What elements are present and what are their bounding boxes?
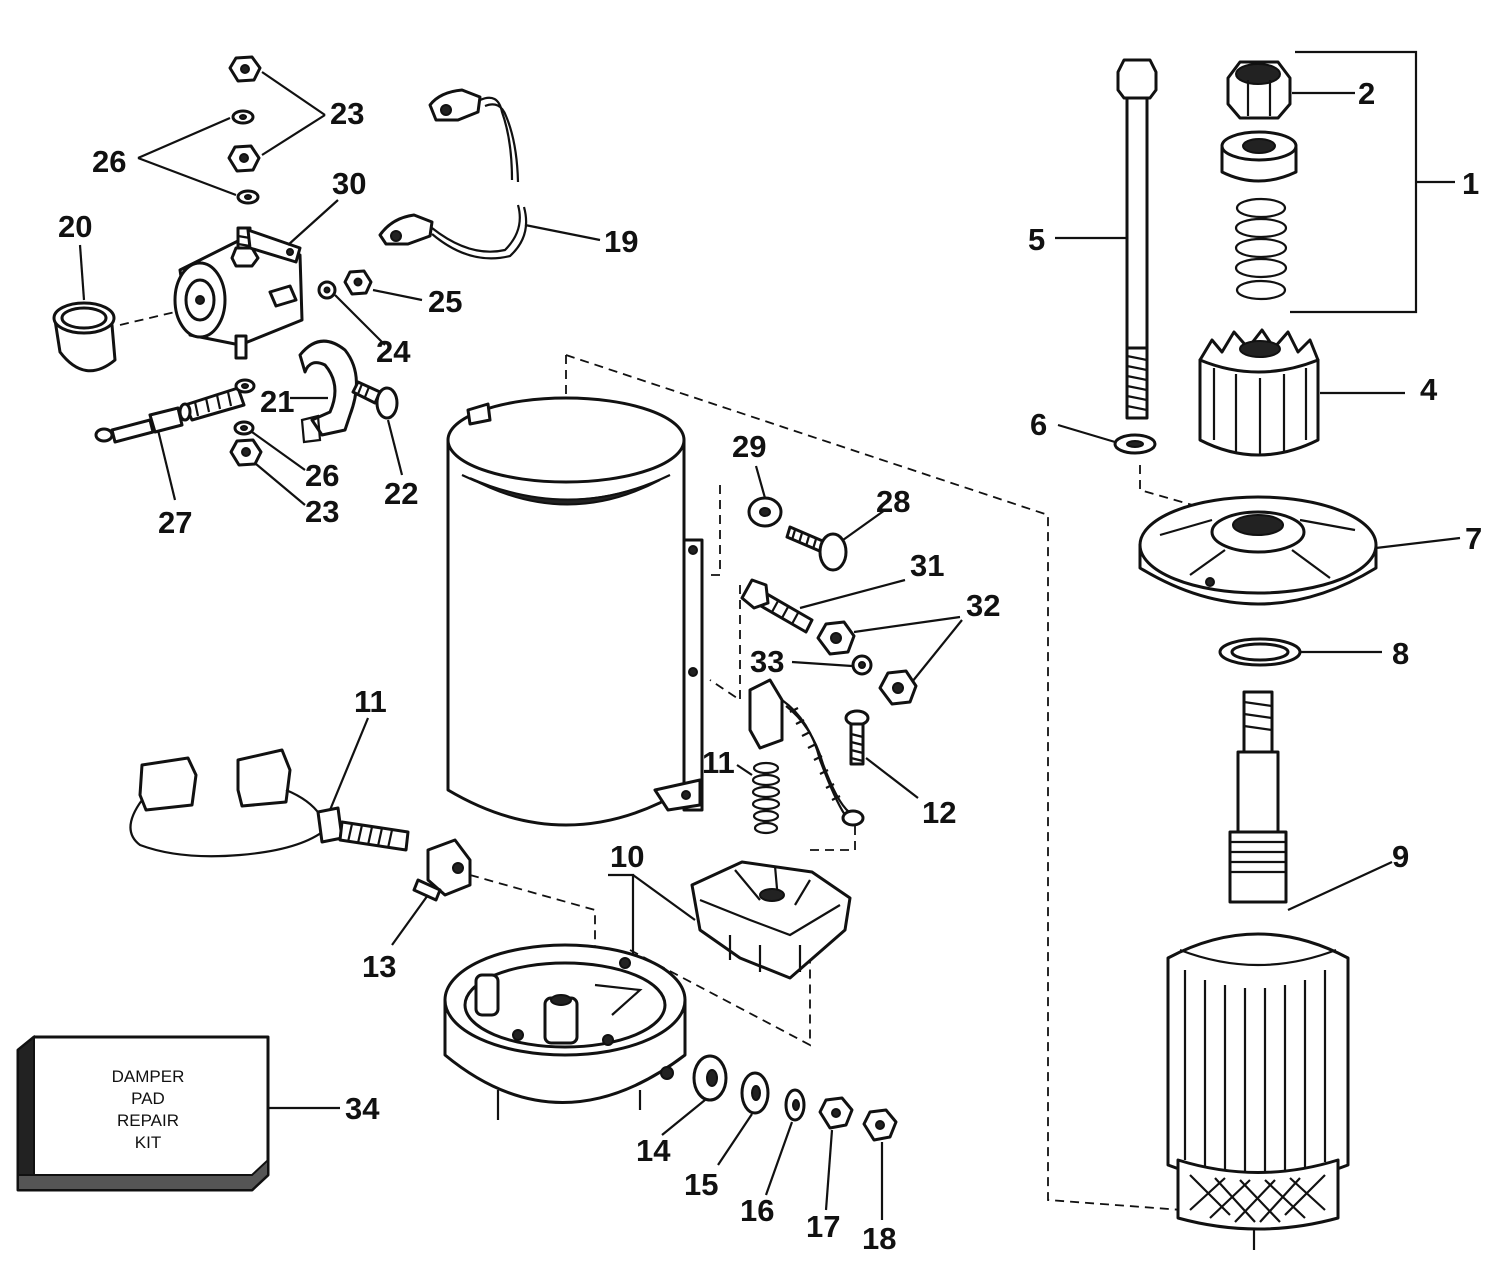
callout-2: 2 [1358,76,1375,111]
callout-14: 14 [636,1133,671,1168]
through-bolt-5 [1116,58,1158,420]
callout-17: 17 [806,1209,840,1244]
callout-7: 7 [1465,521,1482,556]
clip-13 [412,838,472,902]
callout-29: 29 [732,429,766,464]
callout-27: 27 [158,505,192,540]
star-washer-33 [851,654,873,676]
cable-19 [378,88,528,260]
callout-34: 34 [345,1091,380,1126]
callout-21: 21 [260,384,294,419]
callout-32: 32 [966,588,1000,623]
washer-6 [1113,433,1157,455]
washer-15 [740,1071,770,1115]
callout-15: 15 [684,1167,718,1202]
lockwasher-26-top [231,109,255,125]
nut-25 [343,269,373,296]
callout-labels: 1 2 4 5 6 7 8 9 10 11 11 12 13 14 15 16 … [58,76,1482,1256]
callout-30: 30 [332,166,366,201]
washer-24 [317,280,337,300]
brush-spring [751,761,781,835]
motor-frame [446,396,704,827]
bracket-1 [1290,50,1418,314]
screw-12 [844,709,870,766]
pinion-stop-nut-2 [1226,60,1292,120]
callout-18: 18 [862,1221,896,1256]
callout-20: 20 [58,209,92,244]
terminal-stud-31 [740,578,814,634]
drive-end-cap-7 [1138,495,1378,606]
callout-10: 10 [610,839,644,874]
nut-18 [862,1108,898,1142]
callout-19: 19 [604,224,638,259]
callout-1: 1 [1462,166,1479,201]
nut-17 [818,1096,854,1130]
lockwasher-16 [784,1088,806,1122]
lockwasher-26-middle [236,189,260,205]
callout-16: 16 [740,1193,774,1228]
bushing-20 [52,301,117,373]
callout-5: 5 [1028,222,1045,257]
nut-23-middle [227,144,261,173]
clamp-21 [298,339,358,444]
armature-9 [1166,690,1350,1250]
lockwasher-26-lower [234,378,256,394]
damper-pad-repair-kit-box: DAMPER PAD REPAIR KIT [16,1034,270,1192]
callout-8: 8 [1392,636,1409,671]
thrust-washer-8 [1218,637,1302,667]
callout-28: 28 [876,484,910,519]
kit-label-line4: KIT [135,1133,161,1152]
kit-label-line2: PAD [131,1089,165,1108]
pinion-spring [1234,197,1288,301]
commutator-end-cap [443,943,687,1120]
callout-26-bottom: 26 [305,458,339,493]
brush-11-center [748,678,865,827]
callout-22: 22 [384,476,418,511]
solenoid-30 [173,226,304,360]
callout-25: 25 [428,284,462,319]
callout-12: 12 [922,795,956,830]
callout-23-top: 23 [330,96,364,131]
nut-32a [816,620,856,656]
callout-24: 24 [376,334,411,369]
callout-11-left: 11 [354,684,387,719]
nut-32b [878,669,918,706]
nut-23-bottom [229,438,263,467]
drive-pinion-4 [1198,328,1320,457]
plunger-link-27 [94,386,246,444]
callout-11-center: 11 [702,745,735,780]
kit-label-line3: REPAIR [117,1111,179,1130]
brush-holder-10 [690,860,852,980]
callout-31: 31 [910,548,944,583]
nut-23-top [228,55,262,83]
lockwasher-26-bottom [233,420,255,436]
brush-11-left [129,748,410,858]
callout-9: 9 [1392,839,1409,874]
callout-6: 6 [1030,407,1047,442]
callout-33: 33 [750,644,784,679]
callout-13: 13 [362,949,396,984]
kit-label-line1: DAMPER [112,1067,185,1086]
insulator-14 [692,1054,728,1102]
screw-22 [351,380,399,420]
stop-sleeve [1220,130,1298,183]
callout-4: 4 [1420,372,1438,407]
bracket-10 [608,873,635,960]
washer-29 [747,496,783,528]
callout-26-top: 26 [92,144,126,179]
screw-28 [785,525,848,572]
callout-23-bottom: 23 [305,494,339,529]
